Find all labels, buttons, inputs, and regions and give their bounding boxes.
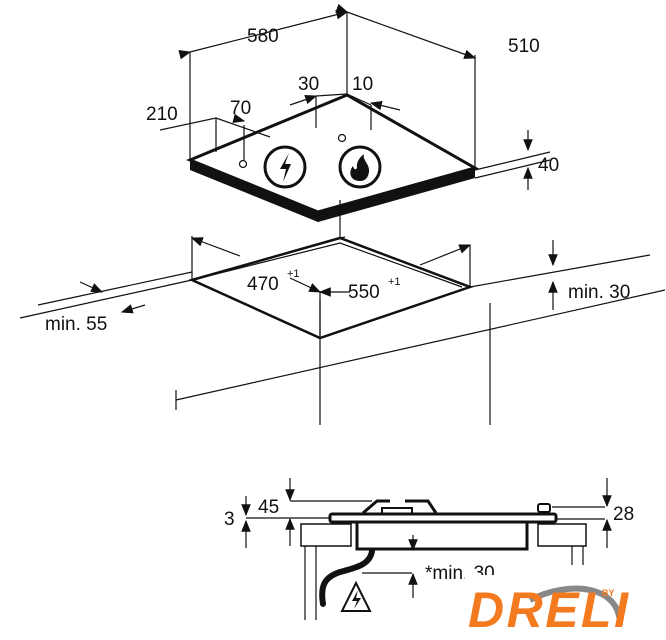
- countertop-cutout-view: 470 +1 550 +1 min. 30 min. 55: [19, 200, 666, 425]
- dim-70-label: 70: [230, 98, 251, 119]
- dim-210-label: 210: [146, 104, 178, 125]
- logo-text: DRELI: [468, 582, 629, 638]
- svg-text:BY: BY: [602, 588, 615, 598]
- hob-top-view: 580 510 30 10 210 70 40: [146, 3, 559, 222]
- dim-30-label: 30: [298, 74, 319, 95]
- dim-45-label: 45: [258, 497, 279, 518]
- min-front-distance-label: min. 55: [45, 314, 107, 335]
- cutout-width-label: 470: [247, 274, 279, 295]
- high-voltage-warning-icon: [340, 580, 372, 612]
- electric-symbol-icon: [263, 145, 307, 189]
- cross-section-view: 3 45 28 *min. 30: [224, 478, 634, 620]
- min-back-distance-label: min. 30: [568, 282, 630, 303]
- cutout-depth-label: 550: [348, 282, 380, 303]
- dim-28-label: 28: [613, 504, 634, 525]
- dim-10-label: 10: [352, 74, 373, 95]
- dim-depth-label: 510: [508, 36, 540, 57]
- cutout-width-tolerance: +1: [287, 268, 300, 280]
- dim-width-label: 580: [247, 26, 279, 47]
- dim-height-label: 40: [538, 155, 559, 176]
- dreli-logo: DRELI BY: [465, 575, 645, 640]
- cutout-depth-tolerance: +1: [388, 276, 401, 288]
- dim-3-label: 3: [224, 509, 235, 530]
- gas-flame-icon: [338, 145, 382, 189]
